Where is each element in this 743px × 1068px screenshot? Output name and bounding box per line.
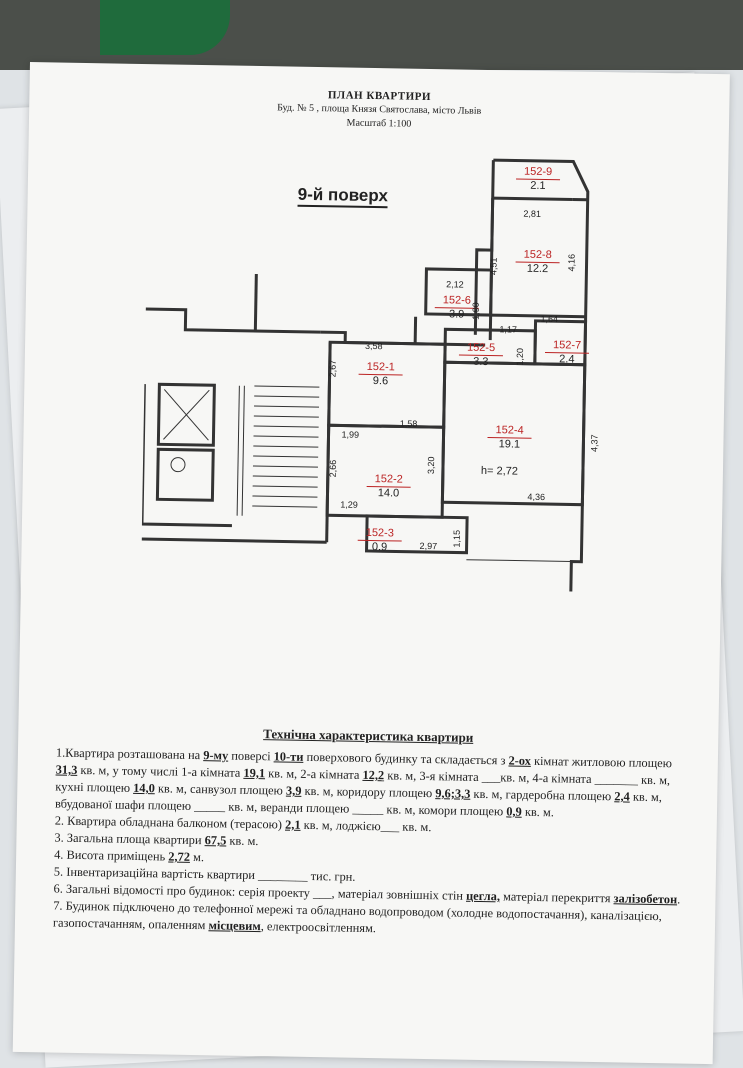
- dimension: 2,97: [420, 541, 438, 551]
- tech-item-1: 1.Квартира розташована на 9-му поверсі 1…: [55, 745, 696, 824]
- dimension: 1,29: [340, 499, 358, 509]
- dimension: 2,67: [328, 360, 338, 378]
- dimension: 2,12: [446, 279, 464, 289]
- dimension: 1,15: [452, 530, 462, 548]
- dimension: 1,17: [499, 324, 517, 334]
- dimension: 1,90: [471, 302, 481, 320]
- dimension: 4,51: [488, 258, 498, 276]
- dimension: 1,99: [341, 429, 359, 439]
- tech-spec-body: 1.Квартира розташована на 9-му поверсі 1…: [53, 745, 696, 943]
- dimension: 1,58: [400, 419, 418, 429]
- dimension: 4,16: [566, 254, 576, 272]
- ceiling-height: h= 2,72: [481, 465, 518, 478]
- dimension: 4,37: [589, 434, 599, 452]
- document-sheet: ПЛАН КВАРТИРИ Буд. № 5 , площа Князя Свя…: [13, 62, 730, 1064]
- dimension: 2,66: [328, 460, 338, 478]
- dimension: 4,36: [527, 492, 545, 502]
- dimension: 1,20: [515, 348, 525, 366]
- dimension: 3,20: [426, 456, 436, 474]
- dimension: 1,64: [541, 314, 559, 324]
- dimension: 3,58: [365, 341, 383, 351]
- background-object: [100, 0, 230, 55]
- floor-label: 9-й поверх: [298, 185, 389, 209]
- dimension: 2,81: [523, 209, 541, 219]
